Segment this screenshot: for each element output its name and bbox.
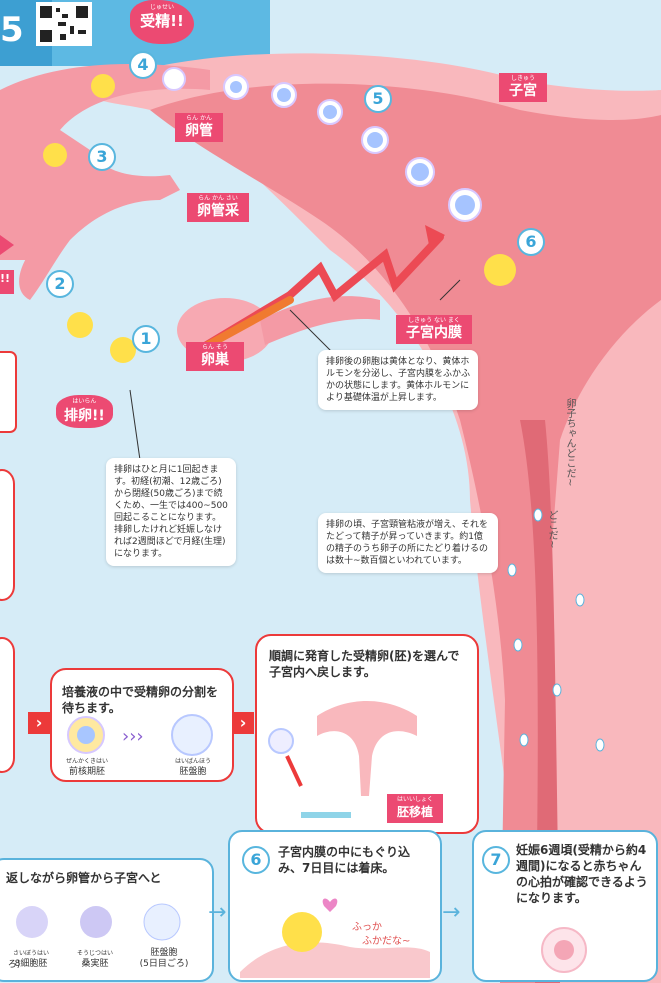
blastocyst-label: はいばんほう胚盤胞	[168, 756, 218, 778]
label-fimbria: らん かん さい卵管采	[187, 193, 249, 222]
culture-title: 培養液の中で受精卵の分割を待ちます。	[62, 685, 219, 715]
blastocyst-ruby: はいばんほう	[174, 758, 211, 765]
migration-illustration	[16, 903, 181, 941]
heartbeat-title: 妊娠6週頃(受精から約4週間)になると赤ちゃんの心拍が確認できるようになります。	[516, 843, 648, 905]
voice-2: ふかだな~	[362, 936, 411, 947]
step-number-6: 6	[517, 228, 545, 256]
left-card-edge-3	[0, 637, 15, 773]
egg-centers	[230, 81, 475, 215]
arrow-to-culture: ›	[28, 712, 50, 734]
sperm-note: 排卵の頃、子宮頸管粘液が増え、それをたどって精子が昇っていきます。約1億の精子の…	[318, 513, 498, 573]
ovary-text: 卵巣	[201, 352, 229, 368]
step-number-1: 1	[132, 325, 160, 353]
migration-card: 返しながら卵管から子宮へと さいぼうはい 8細胞胚 そうじつはい桑実胚 胚盤胞(5…	[0, 858, 214, 982]
left-burst	[0, 235, 14, 255]
label-endometrium: しきゅう ない まく子宮内膜	[396, 315, 472, 344]
header-title: 5	[0, 10, 24, 50]
eight-cell-text: 8細胞胚	[14, 959, 48, 969]
label-uterus: しきゅう子宮	[499, 73, 547, 102]
eight-cell-ruby: さいぼうはい	[12, 950, 49, 957]
fimbria-ruby: らん かん さい	[198, 195, 238, 202]
fetus-illustration	[541, 927, 587, 973]
blastocyst2-text: 胚盤胞	[150, 948, 178, 958]
blastocyst2-label: 胚盤胞(5日目ごろ)	[132, 948, 196, 970]
ovary-ruby: らん そう	[202, 344, 228, 351]
blastocyst2-sub: (5日目ごろ)	[139, 959, 189, 969]
pronuclear-label: ぜんかくきはい前核期胚	[62, 756, 112, 778]
pronuclear-text: 前核期胚	[68, 767, 105, 777]
uterus-ruby: しきゅう	[510, 75, 535, 82]
implantation-title: 子宮内膜の中にもぐり込み、7日目には着床。	[278, 845, 411, 875]
eight-cell-label: さいぼうはい 8細胞胚	[6, 948, 56, 970]
culture-illustration: ›››	[67, 714, 213, 756]
oviduct-text: 卵管	[185, 123, 213, 139]
morula-text: 桑実胚	[81, 959, 109, 969]
sperm-path-arrow	[186, 233, 444, 359]
arrow-right-2: →	[442, 900, 461, 925]
left-card-edge-2	[0, 469, 15, 601]
step-number-5: 5	[364, 85, 392, 113]
endometrium-ruby: しきゅう ない まく	[408, 317, 460, 324]
step-number-3: 3	[88, 143, 116, 171]
left-card-edge	[0, 351, 17, 433]
ovulation-label: 排卵!!	[64, 408, 105, 424]
label-oviduct: らん かん卵管	[175, 113, 223, 142]
fimbria	[19, 130, 181, 300]
transfer-illustration	[268, 701, 417, 818]
embryo-transfer-text: 胚移植	[397, 805, 434, 819]
ovarian-ligament	[260, 296, 380, 345]
sperm-speech-2: どこだ~	[546, 510, 557, 549]
fertilization-burst: じゅせい 受精!!	[130, 0, 194, 44]
oviduct-ruby: らん かん	[186, 115, 212, 122]
sperm-speech-1: 卵子ちゃんどこだ~	[564, 398, 575, 487]
culture-card: 培養液の中で受精卵の分割を待ちます。 ››› ぜんかくきはい前核期胚 はいばんほ…	[50, 668, 234, 782]
step6-number: 6	[242, 846, 270, 874]
ovulation-note: 排卵はひと月に1回起きます。初経(初潮、12歳ごろ)から閉経(50歳ごろ)まで続…	[106, 458, 236, 566]
arrow-right-1: →	[208, 900, 227, 925]
embryo-transfer-ruby: はいいしょく	[397, 796, 434, 803]
morula-ruby: そうじつはい	[76, 950, 113, 957]
arrow-head	[425, 225, 445, 250]
egg-cells	[162, 67, 482, 222]
qr-pattern	[40, 6, 88, 42]
blastocyst-text: 胚盤胞	[179, 767, 207, 777]
corpus-luteum-note: 排卵後の卵胞は黄体となり、黄体ホルモンを分泌し、子宮内膜をふかふかの状態にします…	[318, 350, 478, 410]
implantation-illustration	[240, 898, 430, 978]
step-number-2: 2	[46, 270, 74, 298]
pronuclear-ruby: ぜんかくきはい	[65, 758, 108, 765]
ovulation-ruby: はいらん	[72, 398, 97, 405]
endometrium-text: 子宮内膜	[406, 325, 462, 341]
uterine-cavity	[150, 83, 661, 983]
label-ovary: らん そう卵巣	[186, 342, 244, 371]
fertilization-label: 受精!!	[140, 12, 184, 30]
ovulation-burst: はいらん排卵!!	[56, 395, 113, 428]
transfer-title: 順調に発育した受精卵(胚)を選んで子宮内へ戻します。	[269, 649, 460, 679]
sperm-cells	[507, 508, 605, 752]
step7-number: 7	[482, 846, 510, 874]
morula-label: そうじつはい桑実胚	[70, 948, 120, 970]
arrow-to-transfer: ›	[232, 712, 254, 734]
transfer-card: 順調に発育した受精卵(胚)を選んで子宮内へ戻します。 はいいしょく胚移植	[255, 634, 479, 834]
step-number-4: 4	[129, 51, 157, 79]
uterus-text: 子宮	[509, 83, 537, 99]
fertilization-ruby: じゅせい	[149, 4, 174, 11]
fimbria-text: 卵管采	[197, 203, 239, 219]
voice-1: ふっか	[352, 922, 382, 933]
heartbeat-card: 7 妊娠6週頃(受精から約4週間)になると赤ちゃんの心拍が確認できるようになりま…	[472, 830, 658, 982]
embryo-transfer-label: はいいしょく胚移植	[387, 794, 444, 823]
migration-title: 返しながら卵管から子宮へと	[6, 871, 162, 885]
left-cut-text: ろ)	[7, 960, 21, 970]
egg-characters	[43, 74, 516, 363]
oviduct	[0, 64, 210, 260]
left-burst-text: !!	[0, 272, 11, 285]
implantation-card: 6 子宮内膜の中にもぐり込み、7日目には着床。 ふっか ふかだな~	[228, 830, 442, 982]
svg-text:›››: ›››	[122, 726, 144, 747]
